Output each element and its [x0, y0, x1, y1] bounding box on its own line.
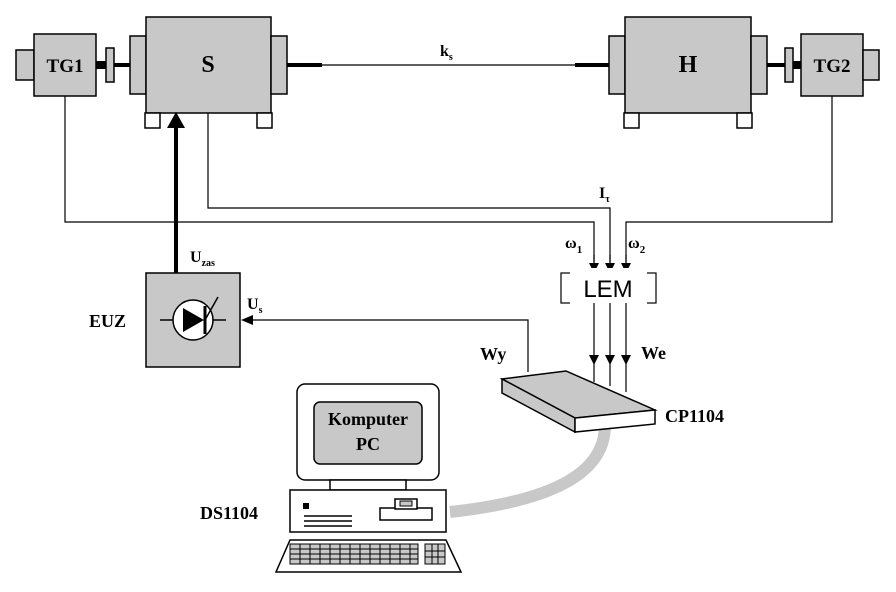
it-label: Iτ [599, 185, 610, 205]
lem-block: LEM [560, 268, 657, 308]
motor-s: S [129, 16, 288, 129]
omega2-label: ω2 [628, 235, 646, 256]
current-wire [207, 113, 611, 262]
ds1104-label: DS1104 [200, 503, 258, 523]
tachogenerator-tg2: TG2 [784, 33, 880, 97]
we-label: We [641, 343, 666, 363]
lem-label: LEM [583, 276, 632, 303]
machine-h: H [608, 16, 768, 129]
ks-label: ks [440, 43, 453, 63]
tg1-label: TG1 [47, 56, 84, 77]
wy-label: Wy [480, 344, 506, 364]
thyristor-icon [183, 308, 204, 332]
computer-pc: Komputer PC [274, 383, 463, 573]
pc-label-line1: Komputer [328, 409, 408, 429]
s-label: S [201, 52, 214, 78]
us-wire [252, 319, 529, 372]
interface-cable [449, 424, 611, 518]
uzas-label: Uzas [190, 249, 215, 269]
euz-converter [145, 272, 241, 368]
pc-label-line2: PC [356, 434, 380, 454]
tachogenerator-tg1: TG1 [15, 33, 115, 97]
us-label: Us [247, 296, 263, 316]
omega1-wire [64, 96, 595, 262]
omega1-label: ω1 [565, 235, 582, 256]
cp1104-board [499, 370, 658, 434]
cp1104-label: CP1104 [665, 406, 724, 426]
euz-label: EUZ [89, 311, 126, 331]
h-label: H [679, 52, 698, 78]
omega2-wire [625, 96, 833, 262]
tg2-label: TG2 [814, 56, 851, 77]
